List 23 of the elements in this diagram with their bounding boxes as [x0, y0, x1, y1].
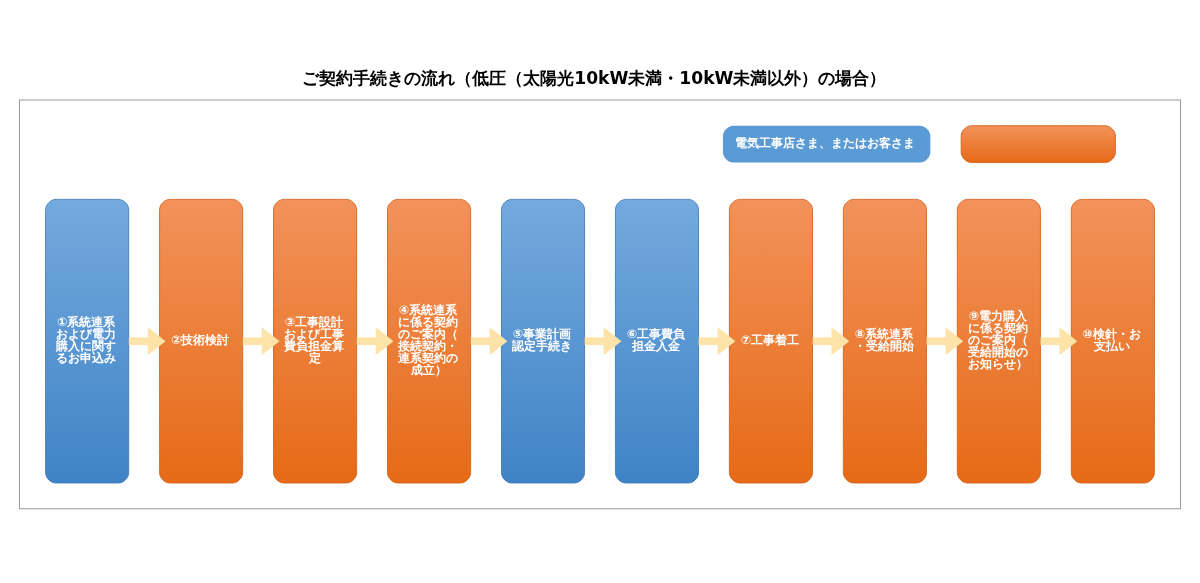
arrow — [470, 327, 508, 356]
arrow — [242, 327, 280, 356]
node-box — [960, 125, 1116, 163]
arrow — [926, 327, 964, 356]
diagram-title: ご契約手続きの流れ（低圧（太陽光10kW未満・10kW未満以外）の場合） — [302, 67, 887, 88]
arrow — [698, 327, 736, 356]
arrow — [356, 327, 394, 356]
node-box: ④系統連系に係る契約のご案内（接続契約・連系契約の成立） — [387, 198, 472, 484]
node-box: ①系統連系および電力購入に関するお申込み — [45, 198, 130, 484]
node-box: ⑥工事費負担金入金 — [615, 198, 699, 484]
node-box: ⑩検針・お支払い — [1070, 198, 1155, 484]
node-box: ⑦工事着工 — [728, 198, 813, 484]
arrow — [584, 327, 622, 356]
node-box: ⑧系統連系・受給開始 — [842, 198, 927, 484]
node-box: ③工事設計および工事費負担金算定 — [273, 198, 358, 484]
arrow — [1040, 327, 1078, 356]
node-box: ②技術検討 — [159, 198, 244, 484]
arrow — [128, 327, 166, 356]
cluster — [18, 99, 1182, 510]
arrow — [812, 327, 850, 356]
node-box: ⑤事業計画認定手続き — [501, 198, 585, 484]
node-box: ⑨電力購入に係る契約のご案内（受給開始のお知らせ） — [956, 198, 1041, 484]
legend-label: 電気工事店さま、またはお客さま — [734, 135, 915, 150]
